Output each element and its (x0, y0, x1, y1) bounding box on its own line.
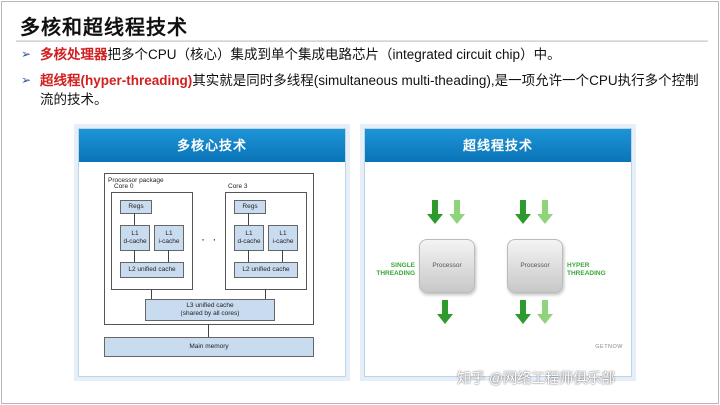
registers-box: Regs (234, 200, 266, 214)
title-divider (16, 40, 708, 42)
hyper-input-arrow-light (537, 200, 553, 224)
core-3-label: Core 3 (228, 183, 248, 190)
l1d-label-2: d-cache (237, 238, 261, 245)
l1d-label-1: L1 (131, 230, 139, 237)
l2-cache-box: L2 unified cache (234, 262, 298, 278)
single-label-1: SINGLE (390, 262, 415, 269)
hyper-output-arrow-dark (515, 300, 531, 324)
core-0-label: Core 0 (114, 183, 134, 190)
hyper-label-1: HYPER (567, 262, 590, 269)
l1i-label-2: i-cache (272, 238, 294, 245)
bullet-arrow-icon: ➢ (21, 47, 32, 61)
getnow-logo: GETNOW (595, 344, 623, 350)
processor-single: Processor (419, 239, 475, 293)
hyperthreading-panel-title: 超线程技术 (365, 129, 631, 162)
connector-line (151, 289, 152, 299)
l1i-label-1: L1 (165, 230, 173, 237)
hyper-input-arrow-dark (515, 200, 531, 224)
connector-line (282, 250, 283, 262)
single-output-arrow (437, 300, 453, 324)
connector-line (248, 213, 249, 225)
bullet-multicore: ➢ 多核处理器把多个CPU（核心）集成到单个集成电路芯片（integrated … (21, 45, 561, 64)
bullet-text: 把多个CPU（核心）集成到单个集成电路芯片（integrated circuit… (107, 47, 561, 62)
connector-line (265, 289, 266, 299)
l1d-label-2: d-cache (123, 238, 147, 245)
bullet-hyperthreading: ➢ 超线程(hyper-threading)其实就是同时多线程(simultan… (21, 71, 700, 109)
hyper-label-2: THREADING (567, 270, 606, 277)
l3-cache-box: L3 unified cache(shared by all cores) (145, 299, 275, 321)
processor-hyper: Processor (507, 239, 563, 293)
main-memory-box: Main memory (104, 337, 314, 357)
registers-box: Regs (120, 200, 152, 214)
bullet-arrow-icon: ➢ (21, 73, 32, 87)
bullet-highlight: 多核处理器 (40, 47, 108, 62)
connector-line (134, 213, 135, 225)
multicore-panel-title: 多核心技术 (79, 129, 345, 162)
watermark: 知乎 @网络工程师俱乐部 (457, 370, 616, 386)
ellipsis-dots: · · · (201, 232, 230, 246)
slide-title: 多核和超线程技术 (20, 17, 188, 39)
connector-line (134, 250, 135, 262)
l3-label-1: L3 unified cache (186, 302, 234, 309)
l1d-label-1: L1 (245, 230, 253, 237)
l3-label-2: (shared by all cores) (180, 310, 240, 317)
package-label: Processor package (108, 177, 164, 184)
connector-line (168, 250, 169, 262)
single-input-arrow-light (449, 200, 465, 224)
connector-line (248, 250, 249, 262)
connector-line (208, 324, 209, 337)
hyper-output-arrow-light (537, 300, 553, 324)
l1i-label-2: i-cache (158, 238, 180, 245)
bullet-highlight: 超线程(hyper-threading) (40, 73, 193, 88)
l2-cache-box: L2 unified cache (120, 262, 184, 278)
single-label-2: THREADING (376, 270, 415, 277)
l1i-label-1: L1 (279, 230, 287, 237)
single-input-arrow-dark (427, 200, 443, 224)
bullet-text: 其实就是同时多线程(simultaneous multi-theading),是… (40, 73, 699, 107)
